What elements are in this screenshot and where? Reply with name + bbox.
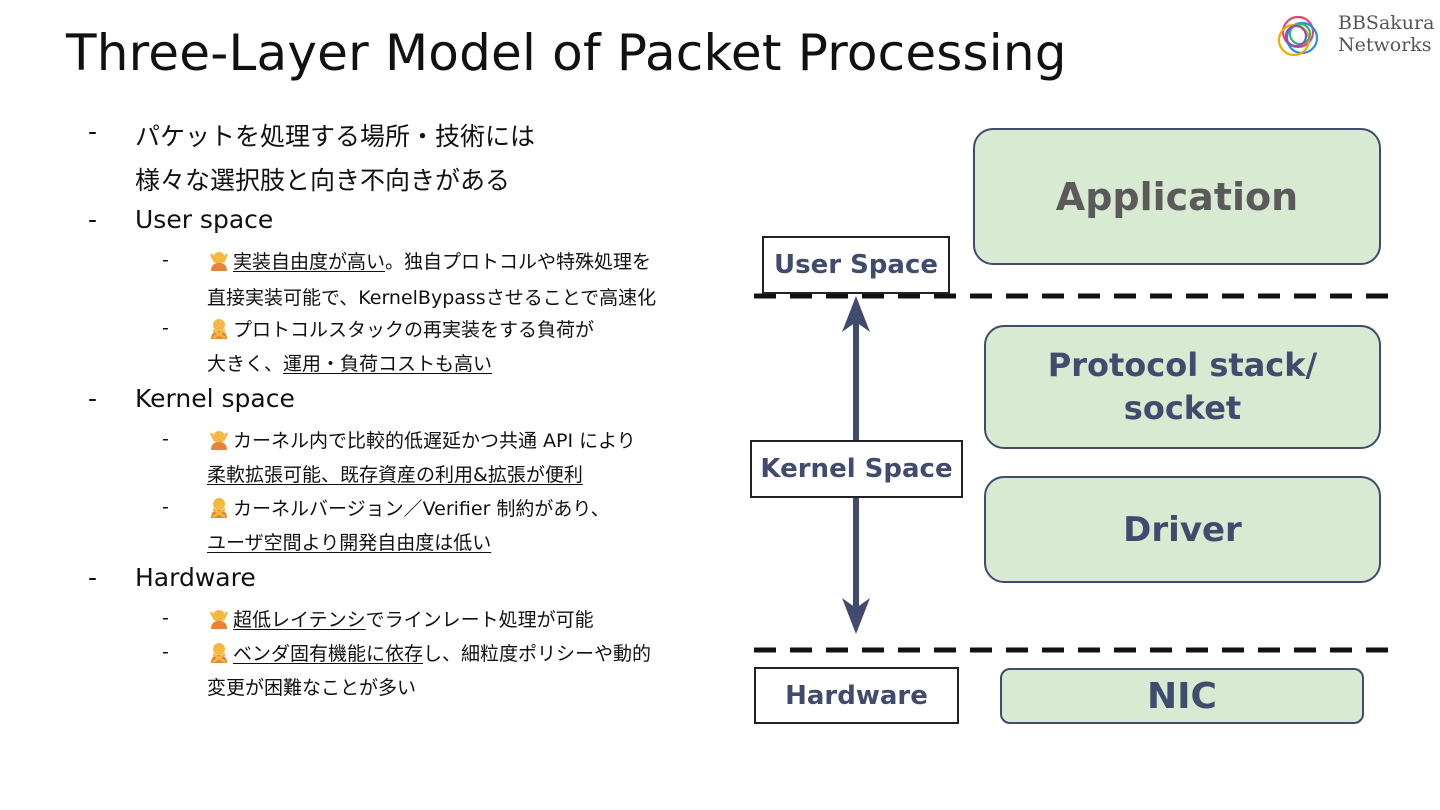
intro-line2: 様々な選択肢と向き不向きがある bbox=[135, 166, 511, 195]
user-con-line2: 大きく、運用・負荷コストも高い bbox=[207, 349, 492, 376]
intro-line1: パケットを処理する場所・技術には bbox=[135, 122, 536, 151]
no-gesture-person-icon bbox=[211, 498, 227, 519]
arrow-up-head-icon bbox=[842, 296, 870, 332]
user-con-line1: プロトコルスタックの再実装をする負荷が bbox=[207, 315, 594, 342]
ok-gesture-person-icon bbox=[209, 252, 229, 271]
sub-bullet-dash: - bbox=[162, 496, 169, 518]
logo-text: BBSakura Networks bbox=[1338, 12, 1434, 56]
hardware-label: Hardware bbox=[754, 667, 959, 724]
kernel-con-text: カーネルバージョン／Verifier 制約があり、 bbox=[233, 498, 610, 520]
protocol-stack-line1: Protocol stack/ bbox=[1047, 346, 1318, 384]
bullet-dash: - bbox=[88, 117, 98, 146]
ok-gesture-person-icon bbox=[209, 431, 229, 450]
no-gesture-person-icon bbox=[211, 643, 227, 664]
hardware-heading: Hardware bbox=[135, 563, 256, 592]
kernel-space-label: Kernel Space bbox=[750, 440, 963, 498]
kernel-pro-line2: 柔軟拡張可能、既存資産の利用&拡張が便利 bbox=[207, 464, 583, 486]
sub-bullet-dash: - bbox=[162, 317, 169, 339]
user-space-label: User Space bbox=[762, 236, 950, 294]
user-pro-line1: 実装自由度が高い。独自プロトコルや特殊処理を bbox=[207, 247, 651, 274]
hw-con-line2: 変更が困難なことが多い bbox=[207, 677, 417, 699]
user-space-heading: User space bbox=[135, 205, 274, 234]
user-pro-rest: 。独自プロトコルや特殊処理を bbox=[385, 251, 652, 273]
user-con-text: プロトコルスタックの再実装をする負荷が bbox=[233, 319, 595, 341]
hw-con-rest: し、細粒度ポリシーや動的 bbox=[423, 643, 652, 665]
kernel-con-line2: ユーザ空間より開発自由度は低い bbox=[207, 532, 492, 554]
hw-pro-underlined: 超低レイテンシ bbox=[233, 609, 366, 631]
bullet-dash: - bbox=[88, 384, 98, 413]
ok-gesture-person-icon bbox=[209, 610, 229, 629]
bbsakura-logo-icon bbox=[1277, 15, 1319, 57]
sub-bullet-dash: - bbox=[162, 428, 169, 450]
arrow-down-head-icon bbox=[842, 598, 870, 634]
hw-pro-rest: でラインレート処理が可能 bbox=[365, 609, 594, 631]
bullet-dash: - bbox=[88, 205, 98, 234]
sub-bullet-dash: - bbox=[162, 607, 169, 629]
hw-con-underlined: ベンダ固有機能に依存 bbox=[233, 643, 424, 665]
kernel-space-heading: Kernel space bbox=[135, 384, 295, 413]
logo-line1: BBSakura bbox=[1338, 12, 1435, 34]
user-con-line2-text: 大きく、 bbox=[207, 353, 284, 375]
protocol-stack-layer: Protocol stack/ socket bbox=[984, 325, 1381, 449]
slide-title: Three-Layer Model of Packet Processing bbox=[66, 24, 1067, 82]
no-gesture-person-icon bbox=[211, 319, 227, 340]
nic-layer: NIC bbox=[1000, 668, 1364, 724]
kernel-pro-text: カーネル内で比較的低遅延かつ共通 API により bbox=[233, 430, 636, 452]
sub-bullet-dash: - bbox=[162, 641, 169, 663]
kernel-pro-line1: カーネル内で比較的低遅延かつ共通 API により bbox=[207, 426, 636, 453]
sub-bullet-dash: - bbox=[162, 249, 169, 271]
hw-pro-line1: 超低レイテンシでラインレート処理が可能 bbox=[207, 605, 594, 632]
user-pro-underlined: 実装自由度が高い bbox=[233, 251, 386, 273]
hw-con-line1: ベンダ固有機能に依存し、細粒度ポリシーや動的 bbox=[207, 639, 651, 666]
kernel-con-line1: カーネルバージョン／Verifier 制約があり、 bbox=[207, 494, 610, 521]
bullet-dash: - bbox=[88, 563, 98, 592]
user-con-underlined: 運用・負荷コストも高い bbox=[283, 353, 493, 375]
user-pro-line2: 直接実装可能で、KernelBypassさせることで高速化 bbox=[207, 287, 657, 309]
logo-line2: Networks bbox=[1338, 34, 1432, 56]
application-layer: Application bbox=[973, 128, 1381, 265]
driver-layer: Driver bbox=[984, 476, 1381, 583]
protocol-stack-line2: socket bbox=[1123, 389, 1242, 427]
